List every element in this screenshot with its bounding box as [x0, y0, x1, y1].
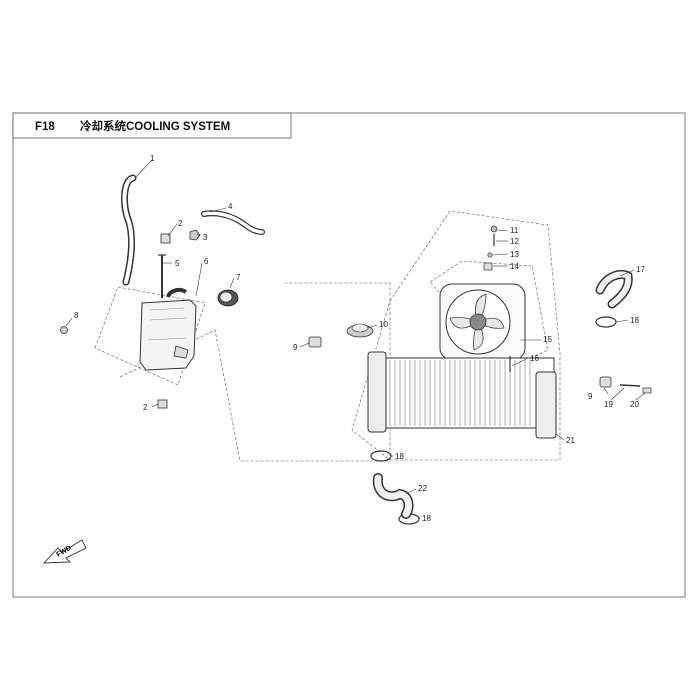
- part-15-fan: [439, 283, 526, 361]
- callout-9-right: 9: [588, 392, 593, 401]
- part-10-radiator-cap: [346, 323, 374, 338]
- parts-9-19-20-right: [599, 376, 652, 394]
- callout-18-middle: 18: [395, 452, 404, 461]
- callout-3: 3: [203, 233, 208, 242]
- callouts: 1 2 4 3 5 6 7 8 2 9 10 11 12 13 14 15 16…: [74, 154, 645, 523]
- part-22-lower-hose: [372, 473, 414, 519]
- part-17-upper-hose: [595, 270, 633, 309]
- part-1-hose: [121, 174, 137, 286]
- reservoir-tank: [139, 287, 197, 371]
- callout-20: 20: [630, 400, 639, 409]
- callout-19: 19: [604, 400, 613, 409]
- callout-6: 6: [204, 257, 209, 266]
- callout-22: 22: [418, 484, 427, 493]
- leader-lines: [65, 159, 646, 519]
- callout-16: 16: [530, 354, 539, 363]
- part-3-nut: [189, 229, 201, 241]
- callout-10: 10: [379, 320, 388, 329]
- page-title: 冷却系统COOLING SYSTEM: [80, 119, 230, 133]
- title-code: F18: [35, 121, 55, 133]
- callout-21: 21: [566, 436, 575, 445]
- callout-1: 1: [150, 154, 155, 163]
- callout-11: 11: [510, 226, 519, 235]
- callout-12: 12: [510, 237, 519, 246]
- fwd-arrow: FWD: [42, 539, 87, 564]
- outer-frame: [12, 112, 686, 598]
- part-7-cap: [217, 289, 239, 307]
- callout-2-bottom: 2: [143, 403, 148, 412]
- part-21-radiator: [367, 351, 557, 439]
- reservoir-outline: [94, 286, 206, 386]
- callout-14: 14: [510, 262, 519, 271]
- callout-18-lower: 18: [422, 514, 431, 523]
- callout-2-top: 2: [178, 219, 183, 228]
- callout-18-upper: 18: [630, 316, 639, 325]
- callout-9-left: 9: [293, 343, 298, 352]
- callout-8: 8: [74, 311, 79, 320]
- part-9-clamp-left: [308, 336, 322, 348]
- title-box: F18 冷却系统COOLING SYSTEM: [12, 112, 292, 139]
- callout-17: 17: [636, 265, 645, 274]
- parts-11-14-fasteners: [483, 225, 498, 271]
- callout-4: 4: [228, 202, 233, 211]
- part-5-bolt: [158, 254, 166, 298]
- callout-15: 15: [543, 335, 552, 344]
- callout-5: 5: [175, 259, 180, 268]
- callout-13: 13: [510, 250, 519, 259]
- part-8-screw: [60, 326, 68, 334]
- callout-7: 7: [236, 273, 241, 282]
- part-4-hose: [201, 210, 265, 235]
